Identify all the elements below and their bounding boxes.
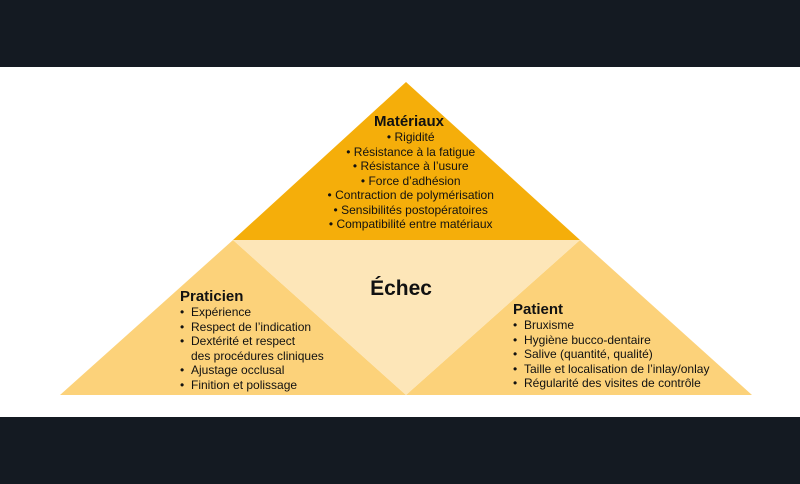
- materiaux-section: Matériaux Rigidité Résistance à la fatig…: [324, 113, 494, 232]
- praticien-item: Ajustage occlusal: [180, 363, 324, 378]
- materiaux-item: Contraction de polymérisation: [324, 188, 494, 203]
- patient-title: Patient: [513, 301, 564, 318]
- patient-item: Salive (quantité, qualité): [513, 347, 709, 362]
- praticien-item: Dextérité et respect: [180, 334, 324, 349]
- materiaux-item: Compatibilité entre matériaux: [324, 217, 494, 232]
- center-triangle-echec: [233, 240, 580, 395]
- materiaux-item: Résistance à l’usure: [324, 159, 494, 174]
- praticien-item: Respect de l’indication: [180, 320, 324, 335]
- praticien-item: Finition et polissage: [180, 378, 324, 393]
- echec-label: Échec: [370, 277, 432, 300]
- materiaux-item: Force d’adhésion: [324, 174, 494, 189]
- patient-item: Bruxisme: [513, 318, 709, 333]
- materiaux-item: Résistance à la fatigue: [324, 145, 494, 160]
- materiaux-title: Matériaux: [373, 113, 445, 130]
- patient-section: Patient Bruxisme Hygiène bucco-dentaire …: [513, 301, 709, 391]
- patient-item: Hygiène bucco-dentaire: [513, 333, 709, 348]
- patient-item: Régularité des visites de contrôle: [513, 376, 709, 391]
- materiaux-item: Sensibilités postopératoires: [324, 203, 494, 218]
- materiaux-item: Rigidité: [324, 130, 494, 145]
- praticien-section: Praticien Expérience Respect de l’indica…: [180, 288, 324, 392]
- patient-item: Taille et localisation de l’inlay/onlay: [513, 362, 709, 377]
- diagram-canvas: Matériaux Rigidité Résistance à la fatig…: [0, 67, 800, 417]
- praticien-title: Praticien: [180, 288, 244, 305]
- praticien-item-continued: des procédures cliniques: [191, 348, 324, 363]
- praticien-item: Expérience: [180, 305, 324, 320]
